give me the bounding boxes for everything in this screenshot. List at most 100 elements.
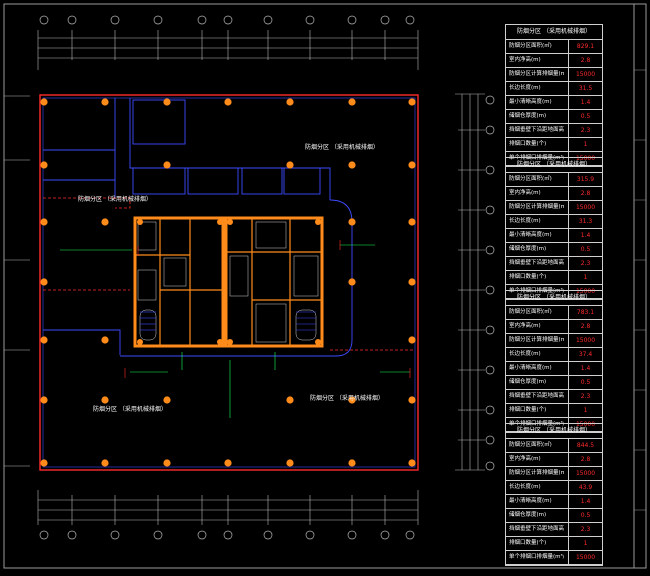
row-value: 15000 bbox=[568, 152, 602, 165]
row-value: 1.4 bbox=[568, 495, 602, 508]
core-walls bbox=[133, 216, 324, 348]
row-value: 15000 bbox=[568, 418, 602, 431]
row-value: 1.4 bbox=[568, 362, 602, 375]
core-inner-walls bbox=[135, 218, 322, 346]
table-row: 防烟分区计算排烟量(m³/h) 15000 bbox=[506, 334, 602, 348]
row-value: 15000 bbox=[568, 334, 602, 347]
structural-columns bbox=[40, 98, 416, 467]
smoke-zone-dividers bbox=[43, 197, 415, 351]
row-label: 防烟分区计算排烟量(m³/h) bbox=[509, 337, 564, 343]
row-value: 0.5 bbox=[568, 376, 602, 389]
row-value: 1 bbox=[568, 138, 602, 151]
bottom-axis-bubbles bbox=[39, 530, 415, 540]
row-label: 最小清晰高度(m) bbox=[509, 99, 552, 105]
row-label: 长边长度(m) bbox=[509, 484, 541, 490]
zone-label-left: 防烟分区 （采用机械排烟） bbox=[78, 196, 152, 203]
drawing-frame bbox=[3, 3, 647, 569]
table-row: 防烟分区面积(㎡)829.1 bbox=[506, 40, 602, 54]
row-label: 挡烟垂壁下沿距地面高度(m) bbox=[509, 127, 564, 133]
row-value: 2.8 bbox=[568, 187, 602, 200]
table-row: 防烟分区面积(㎡)783.1 bbox=[506, 306, 602, 320]
row-value: 37.4 bbox=[568, 348, 602, 361]
table-row: 防烟分区面积(㎡)315.9 bbox=[506, 173, 602, 187]
row-label: 储烟仓厚度(m) bbox=[509, 246, 547, 252]
row-value: 31.5 bbox=[568, 82, 602, 95]
corridor-wall bbox=[120, 199, 353, 357]
table-row: 防烟分区计算排烟量(m³/h)15000 bbox=[506, 68, 602, 82]
table-row: 挡烟垂壁下沿距地面高度(m) 2.3 bbox=[506, 257, 602, 271]
row-value: 2.8 bbox=[568, 320, 602, 333]
row-label: 挡烟垂壁下沿距地面高度(m) bbox=[509, 260, 564, 266]
table-row: 室内净高(m) 2.8 bbox=[506, 187, 602, 201]
table-row: 储烟仓厚度(m)0.5 bbox=[506, 243, 602, 257]
table-title: 防烟分区 （采用机械排烟） bbox=[506, 158, 602, 173]
row-value: 2.3 bbox=[568, 124, 602, 137]
title-block bbox=[634, 69, 646, 511]
row-label: 单个排烟口排烟量(m³/h) bbox=[509, 155, 564, 161]
row-label: 挡烟垂壁下沿距地面高度(m) bbox=[509, 393, 564, 399]
table-row: 储烟仓厚度(m)0.5 bbox=[506, 110, 602, 124]
row-value: 2.3 bbox=[568, 257, 602, 270]
stair-hatch bbox=[140, 311, 316, 331]
top-axis-bubbles bbox=[39, 15, 415, 25]
row-label: 储烟仓厚度(m) bbox=[509, 379, 547, 385]
core-details bbox=[137, 221, 319, 343]
table-row: 最小清晰高度(m) 1.4 bbox=[506, 495, 602, 509]
row-label: 储烟仓厚度(m) bbox=[509, 113, 547, 119]
row-label: 最小清晰高度(m) bbox=[509, 498, 552, 504]
row-label: 最小清晰高度(m) bbox=[509, 365, 552, 371]
right-dimension-strip bbox=[455, 93, 485, 471]
table-row: 防烟分区面积(㎡)844.5 bbox=[506, 439, 602, 453]
row-label: 室内净高(m) bbox=[509, 190, 541, 196]
row-label: 单个排烟口排烟量(m³/h) bbox=[509, 554, 564, 560]
zone-label-top-right: 防烟分区 （采用机械排烟） bbox=[305, 144, 379, 151]
table-row: 长边长度(m) 31.3 bbox=[506, 215, 602, 229]
table-row: 长边长度(m) 43.9 bbox=[506, 481, 602, 495]
exhaust-outlets bbox=[124, 240, 411, 378]
row-value: 15000 bbox=[568, 467, 602, 480]
row-label: 储烟仓厚度(m) bbox=[509, 512, 547, 518]
table-row: 单个排烟口排烟量(m³/h) 15000 bbox=[506, 551, 602, 565]
row-label: 单个排烟口排烟量(m³/h) bbox=[509, 421, 564, 427]
row-label: 防烟分区面积(㎡) bbox=[509, 309, 552, 315]
row-label: 排烟口数量(个) bbox=[509, 141, 547, 147]
table-title: 防烟分区 （采用机械排烟） bbox=[506, 25, 602, 40]
row-label: 防烟分区计算排烟量(m³/h) bbox=[509, 470, 564, 476]
row-label: 防烟分区面积(㎡) bbox=[509, 442, 552, 448]
table-row: 排烟口数量(个) 1 bbox=[506, 138, 602, 152]
row-value: 0.5 bbox=[568, 509, 602, 522]
row-value: 43.9 bbox=[568, 481, 602, 494]
table-row: 室内净高(m) 2.8 bbox=[506, 320, 602, 334]
table-row: 排烟口数量(个)1 bbox=[506, 404, 602, 418]
row-value: 15000 bbox=[568, 201, 602, 214]
building-outline bbox=[39, 94, 419, 471]
table-row: 最小清晰高度(m)1.4 bbox=[506, 96, 602, 110]
zone-label-bottom-right: 防烟分区 （采用机械排烟） bbox=[310, 395, 384, 402]
row-label: 长边长度(m) bbox=[509, 85, 541, 91]
table-row: 防烟分区计算排烟量(m³/h) 15000 bbox=[506, 201, 602, 215]
table-row: 长边长度(m) 37.4 bbox=[506, 348, 602, 362]
row-label: 排烟口数量(个) bbox=[509, 274, 547, 280]
row-value: 15000 bbox=[568, 285, 602, 298]
row-value: 315.9 bbox=[568, 173, 602, 186]
row-value: 2.8 bbox=[568, 54, 602, 67]
row-label: 长边长度(m) bbox=[509, 218, 541, 224]
left-axis-ticks bbox=[4, 95, 30, 467]
table-row: 挡烟垂壁下沿距地面高度(m)2.3 bbox=[506, 390, 602, 404]
row-value: 31.3 bbox=[568, 215, 602, 228]
table-title: 防烟分区 （采用机械排烟） bbox=[506, 424, 602, 439]
table-row: 储烟仓厚度(m) 0.5 bbox=[506, 376, 602, 390]
row-label: 防烟分区计算排烟量(m³/h) bbox=[509, 204, 564, 210]
row-value: 15000 bbox=[568, 551, 602, 564]
table-row: 室内净高(m)2.8 bbox=[506, 54, 602, 68]
table-row: 室内净高(m)2.8 bbox=[506, 453, 602, 467]
row-value: 829.1 bbox=[568, 40, 602, 53]
row-label: 室内净高(m) bbox=[509, 323, 541, 329]
table-row: 最小清晰高度(m)1.4 bbox=[506, 229, 602, 243]
table-row: 挡烟垂壁下沿距地面高度(m)2.3 bbox=[506, 523, 602, 537]
row-label: 排烟口数量(个) bbox=[509, 540, 547, 546]
row-label: 长边长度(m) bbox=[509, 351, 541, 357]
